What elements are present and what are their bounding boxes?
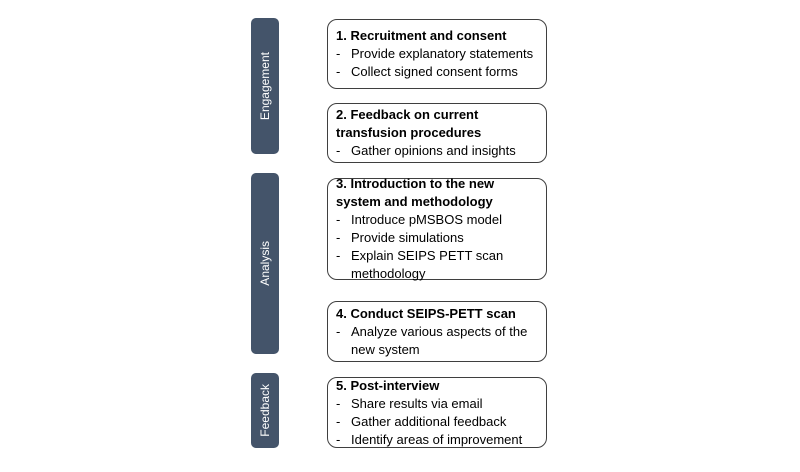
step-box-conduct-seips-pett-scan: 4. Conduct SEIPS-PETT scan - Analyze var… xyxy=(327,301,547,362)
bullet-item: - Gather opinions and insights xyxy=(336,142,538,160)
bullet-text: Gather additional feedback xyxy=(351,413,507,429)
step-title: 3. Introduction to the new system and me… xyxy=(336,176,495,209)
bullet-text: Analyze various aspects of the new syste… xyxy=(351,323,528,357)
phase-bar-feedback: Feedback xyxy=(251,373,279,448)
step-box-introduction-to-new-system: 3. Introduction to the new system and me… xyxy=(327,176,547,283)
bullet-item: - Share results via email xyxy=(336,395,538,413)
bullet-item: - Provide simulations xyxy=(336,229,538,247)
bullet-item: - Identify areas of improvement xyxy=(336,431,538,449)
bullet-text: Explain SEIPS PETT scan methodology xyxy=(351,248,504,281)
bullet-dash: - xyxy=(336,395,341,411)
bullet-item: - Gather additional feedback xyxy=(336,413,538,431)
bullet-item: - Provide explanatory statements xyxy=(336,45,538,63)
step-box-post-interview: 5. Post-interview - Share results via em… xyxy=(327,377,547,448)
bullet-text: Collect signed consent forms xyxy=(351,64,518,79)
bullet-dash: - xyxy=(336,431,341,447)
step-box-feedback-on-current-procedures: 2. Feedback on current transfusion proce… xyxy=(327,103,547,163)
bullet-item: - Analyze various aspects of the new sys… xyxy=(336,323,538,359)
bullet-text: Provide simulations xyxy=(351,230,464,245)
bullet-dash: - xyxy=(336,248,341,263)
bullet-text: Introduce pMSBOS model xyxy=(351,212,503,227)
phase-label: Feedback xyxy=(258,384,272,437)
bullet-dash: - xyxy=(336,143,341,158)
bullet-dash: - xyxy=(336,413,341,429)
bullet-dash: - xyxy=(336,64,341,79)
bullet-text: Share results via email xyxy=(351,395,483,411)
bullet-text: Identify areas of improvement xyxy=(351,431,523,447)
bullet-item: - Collect signed consent forms xyxy=(336,63,538,81)
bullet-dash: - xyxy=(336,46,341,61)
step-title: 5. Post-interview xyxy=(336,377,440,393)
phase-bar-analysis: Analysis xyxy=(251,173,279,354)
step-title: 2. Feedback on current transfusion proce… xyxy=(336,107,482,140)
step-title: 4. Conduct SEIPS-PETT scan xyxy=(336,305,516,321)
bullet-item: - Explain SEIPS PETT scan methodology xyxy=(336,247,538,283)
bullet-dash: - xyxy=(336,323,341,339)
bullet-dash: - xyxy=(336,230,341,245)
bullet-item: - Introduce pMSBOS model xyxy=(336,211,538,229)
step-title: 1. Recruitment and consent xyxy=(336,28,507,43)
phase-label: Engagement xyxy=(258,51,272,121)
phase-bar-engagement: Engagement xyxy=(251,18,279,154)
phase-label: Analysis xyxy=(258,241,272,286)
step-box-recruitment-and-consent: 1. Recruitment and consent - Provide exp… xyxy=(327,19,547,89)
bullet-text: Gather opinions and insights xyxy=(351,143,516,158)
bullet-text: Provide explanatory statements xyxy=(351,46,534,61)
bullet-dash: - xyxy=(336,212,341,227)
